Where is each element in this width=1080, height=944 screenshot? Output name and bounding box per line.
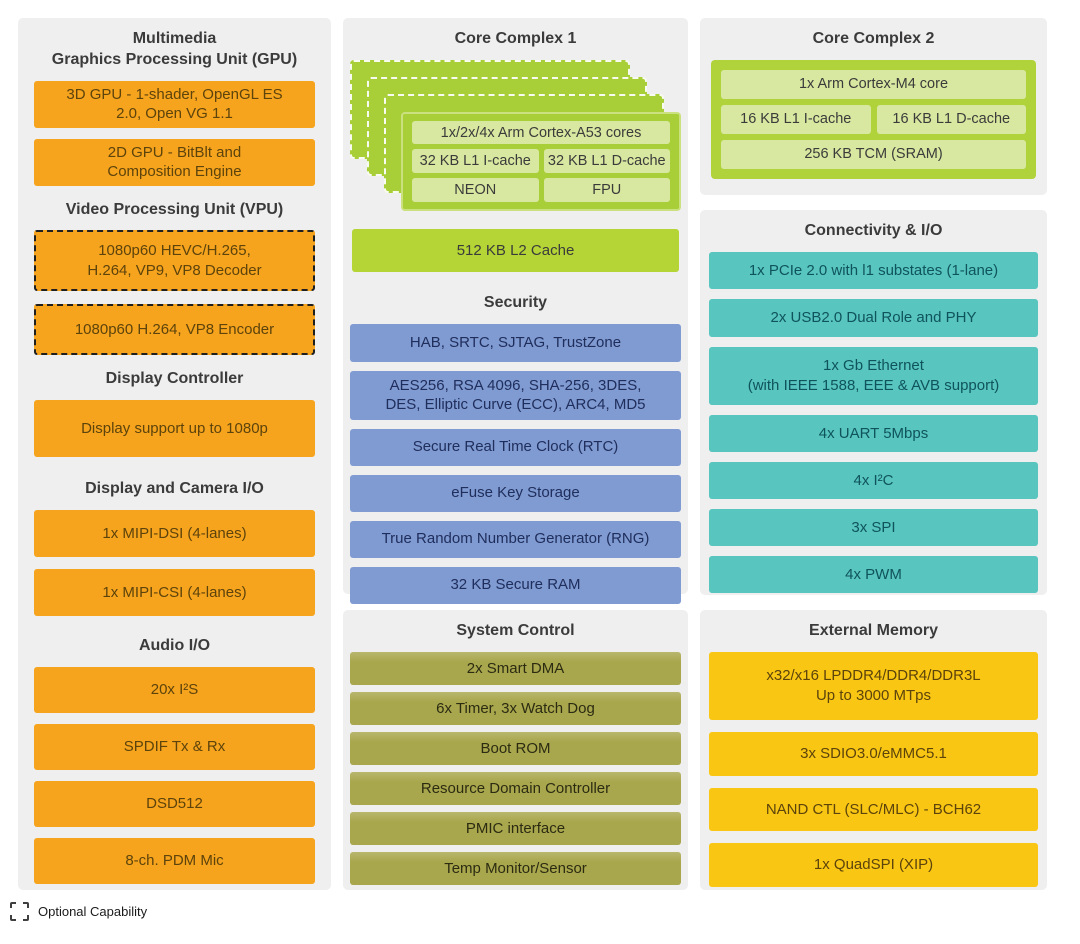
section-vpu: 1080p60 HEVC/H.265, H.264, VP9, VP8 Deco… (34, 230, 315, 356)
block-quadspi: 1x QuadSPI (XIP) (709, 842, 1038, 887)
cortex-a53-card: 1x/2x/4x Arm Cortex-A53 cores 32 KB L1 I… (401, 111, 681, 211)
block-l2-cache: 512 KB L2 Cache (352, 228, 679, 272)
block-nand-ctl: NAND CTL (SLC/MLC) - BCH62 (709, 787, 1038, 831)
section-security: HAB, SRTC, SJTAG, TrustZone AES256, RSA … (350, 323, 681, 604)
block-mipi-dsi: 1x MIPI-DSI (4-lanes) (34, 509, 315, 557)
block-resource-domain-controller: Resource Domain Controller (350, 771, 681, 805)
block-a53-dcache: 32 KB L1 D-cache (543, 149, 670, 174)
section-title-connectivity: Connectivity & I/O (804, 222, 943, 239)
panel-external-memory: External Memory x32/x16 LPDDR4/DDR4/DDR3… (700, 610, 1047, 890)
block-m4-icache: 16 KB L1 I-cache (721, 104, 871, 134)
block-m4-dcache: 16 KB L1 D-cache (876, 104, 1026, 134)
block-i2s: 20x I²S (34, 666, 315, 713)
column-right: Core Complex 2 1x Arm Cortex-M4 core 16 … (700, 18, 1047, 890)
section-title-system-control: System Control (456, 622, 575, 639)
block-smart-dma: 2x Smart DMA (350, 651, 681, 685)
block-lpddr4: x32/x16 LPDDR4/DDR4/DDR3L Up to 3000 MTp… (709, 651, 1038, 720)
block-i2c: 4x I²C (709, 461, 1038, 499)
section-title-core-complex-1: Core Complex 1 (454, 30, 577, 47)
block-pwm: 4x PWM (709, 555, 1038, 593)
block-spdif: SPDIF Tx & Rx (34, 723, 315, 770)
section-title-audio-io: Audio I/O (138, 636, 211, 654)
block-dsd512: DSD512 (34, 780, 315, 827)
section-title-external-memory: External Memory (809, 622, 938, 639)
block-boot-rom: Boot ROM (350, 731, 681, 765)
block-pcie: 1x PCIe 2.0 with l1 substates (1-lane) (709, 251, 1038, 289)
block-hab-trustzone: HAB, SRTC, SJTAG, TrustZone (350, 323, 681, 362)
section-gpu: 3D GPU - 1-shader, OpenGL ES 2.0, Open V… (34, 80, 315, 186)
block-fpu: FPU (543, 178, 670, 202)
block-pmic-interface: PMIC interface (350, 811, 681, 845)
block-secure-rtc: Secure Real Time Clock (RTC) (350, 428, 681, 466)
optional-dashed-box-icon (10, 902, 29, 921)
block-spi: 3x SPI (709, 508, 1038, 546)
column-middle: Core Complex 1 1x/2x/4x Arm Cortex-A53 c… (343, 18, 688, 890)
section-display-camera-io: 1x MIPI-DSI (4-lanes) 1x MIPI-CSI (4-lan… (34, 509, 315, 616)
block-display-support: Display support up to 1080p (34, 400, 315, 458)
section-title-core-complex-2: Core Complex 2 (812, 30, 935, 47)
block-tcm-sram: 256 KB TCM (SRAM) (721, 139, 1026, 169)
block-efuse-key-storage: eFuse Key Storage (350, 474, 681, 512)
block-a53-icache: 32 KB L1 I-cache (412, 149, 539, 174)
section-title-vpu: Video Processing Unit (VPU) (65, 200, 284, 218)
block-timer-watchdog: 6x Timer, 3x Watch Dog (350, 691, 681, 725)
block-pdm-mic: 8-ch. PDM Mic (34, 837, 315, 884)
section-audio-io: 20x I²S SPDIF Tx & Rx DSD512 8-ch. PDM M… (34, 666, 315, 884)
panel-multimedia: Multimedia Graphics Processing Unit (GPU… (18, 18, 331, 890)
section-system-control: 2x Smart DMA 6x Timer, 3x Watch Dog Boot… (350, 651, 681, 885)
block-rng: True Random Number Generator (RNG) (350, 520, 681, 558)
block-2d-gpu: 2D GPU - BitBlt and Composition Engine (34, 138, 315, 186)
block-usb: 2x USB2.0 Dual Role and PHY (709, 298, 1038, 337)
panel-connectivity-io: Connectivity & I/O 1x PCIe 2.0 with l1 s… (700, 210, 1047, 595)
panel-core-complex-2: Core Complex 2 1x Arm Cortex-M4 core 16 … (700, 18, 1047, 195)
legend-label: Optional Capability (38, 904, 148, 919)
panel-system-control: System Control 2x Smart DMA 6x Timer, 3x… (343, 610, 688, 890)
panel-core-complex-1-security: Core Complex 1 1x/2x/4x Arm Cortex-A53 c… (343, 18, 688, 604)
block-temp-monitor: Temp Monitor/Sensor (350, 851, 681, 885)
block-a53-cores: 1x/2x/4x Arm Cortex-A53 cores (412, 120, 670, 145)
block-gb-ethernet: 1x Gb Ethernet (with IEEE 1588, EEE & AV… (709, 346, 1038, 405)
section-title-gpu: Multimedia Graphics Processing Unit (GPU… (51, 30, 298, 68)
section-display-controller: Display support up to 1080p (34, 400, 315, 458)
legend-optional-capability: Optional Capability (10, 902, 1080, 921)
section-title-display-camera-io: Display and Camera I/O (85, 480, 264, 498)
block-video-decoder-optional: 1080p60 HEVC/H.265, H.264, VP9, VP8 Deco… (34, 230, 315, 292)
section-connectivity: 1x PCIe 2.0 with l1 substates (1-lane) 2… (709, 251, 1038, 593)
cortex-a53-card-stack: 1x/2x/4x Arm Cortex-A53 cores 32 KB L1 I… (350, 59, 681, 211)
section-title-security: Security (483, 293, 548, 311)
block-neon: NEON (412, 178, 539, 202)
soc-block-diagram: Multimedia Graphics Processing Unit (GPU… (18, 18, 1047, 890)
block-uart: 4x UART 5Mbps (709, 414, 1038, 452)
section-title-display-controller: Display Controller (105, 370, 244, 388)
block-mipi-csi: 1x MIPI-CSI (4-lanes) (34, 568, 315, 616)
block-m4-core: 1x Arm Cortex-M4 core (721, 69, 1026, 99)
block-secure-ram: 32 KB Secure RAM (350, 566, 681, 604)
block-video-encoder-optional: 1080p60 H.264, VP8 Encoder (34, 304, 315, 356)
column-left: Multimedia Graphics Processing Unit (GPU… (18, 18, 331, 890)
block-sdio-emmc: 3x SDIO3.0/eMMC5.1 (709, 731, 1038, 776)
block-3d-gpu: 3D GPU - 1-shader, OpenGL ES 2.0, Open V… (34, 80, 315, 128)
block-crypto-algorithms: AES256, RSA 4096, SHA-256, 3DES, DES, El… (350, 370, 681, 420)
cortex-m4-card: 1x Arm Cortex-M4 core 16 KB L1 I-cache 1… (711, 59, 1036, 179)
section-external-memory: x32/x16 LPDDR4/DDR4/DDR3L Up to 3000 MTp… (709, 651, 1038, 887)
